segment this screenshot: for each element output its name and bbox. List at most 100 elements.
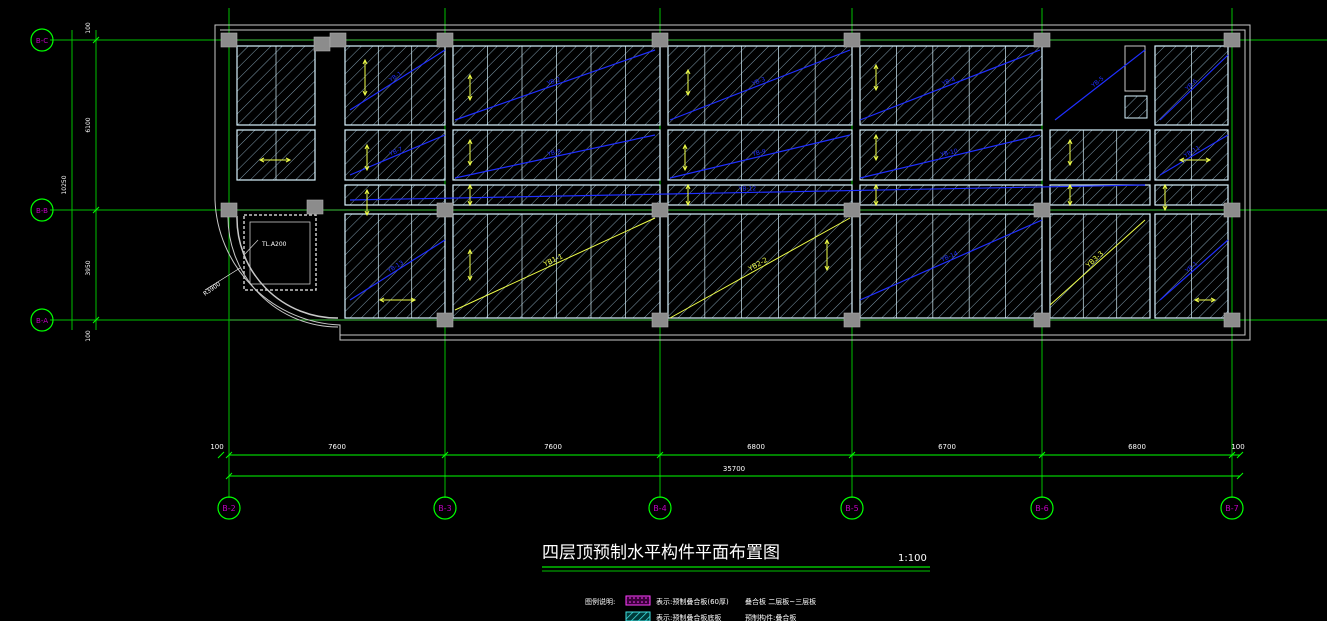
legend-heading: 图例说明: — [585, 597, 615, 606]
arrow-head — [362, 58, 368, 65]
arrow-head — [682, 165, 688, 172]
curve-label: R3900 — [202, 281, 222, 298]
arrow-head — [1193, 297, 1200, 303]
panel-label: YB-2 — [545, 76, 561, 88]
dim-tick — [92, 36, 100, 44]
panel-label: YB-10 — [939, 148, 959, 159]
panel-diagonal — [1159, 239, 1229, 301]
dim-tick — [225, 472, 233, 480]
bottom-dim-text: 6700 — [938, 443, 956, 451]
arrow-head — [467, 200, 473, 207]
panel-label: YB-9 — [751, 148, 767, 158]
arrow-head — [1067, 183, 1073, 190]
panel-diagonal — [454, 134, 656, 179]
arrow-head — [685, 68, 691, 75]
arrow-head — [873, 183, 879, 190]
panel-label: YB-12 — [738, 185, 757, 192]
dim-tick — [1038, 451, 1046, 459]
legend-item-2-text: 表示:预制叠合板底板 — [656, 613, 721, 621]
axis-bubble-b-5 — [840, 496, 864, 520]
arrow-head — [467, 275, 473, 282]
structural-column — [220, 32, 238, 48]
arrow-head — [410, 297, 417, 303]
panel-diagonal — [669, 49, 851, 121]
legend-swatch-magenta — [625, 595, 651, 606]
arrow-head — [285, 157, 292, 163]
walls-layer — [214, 24, 1251, 341]
dim-tick — [217, 451, 225, 459]
arrow-head — [467, 73, 473, 80]
panel-diagonal — [1159, 134, 1229, 176]
arrow-head — [467, 183, 473, 190]
legend-item-1-text: 表示:预制叠合板(60厚) — [656, 597, 729, 606]
shaft-panel — [1124, 95, 1148, 119]
axis-bubble-b-7 — [1220, 496, 1244, 520]
axis-bubble-label: B-5 — [845, 504, 858, 513]
structural-column — [843, 32, 861, 48]
arrow-head — [364, 165, 370, 172]
bottom-dim-text: 6800 — [1128, 443, 1146, 451]
slab-panel — [859, 213, 1043, 319]
arrow-head — [873, 200, 879, 207]
structural-column — [651, 202, 669, 218]
dim-tick — [92, 316, 100, 324]
structural-column — [313, 36, 331, 52]
structural-column — [843, 202, 861, 218]
arrow-head — [258, 157, 265, 163]
axis-bubble-label: B-6 — [1035, 504, 1048, 513]
arrow-head — [824, 265, 830, 272]
axis-bubble-b-a — [30, 308, 54, 332]
bottom-dim-text: 100 — [1231, 443, 1244, 451]
bottom-dim-text: 7600 — [328, 443, 346, 451]
arrow-head — [685, 200, 691, 207]
stair-label: TL.A200 — [261, 241, 287, 248]
arrow-head — [1067, 160, 1073, 167]
structural-column — [1223, 312, 1241, 328]
arrow-head — [873, 63, 879, 70]
arrow-head — [467, 248, 473, 255]
slab-panel — [1049, 129, 1151, 181]
slab-panel — [667, 213, 853, 319]
structural-column — [329, 32, 347, 48]
stair-slash — [243, 239, 259, 256]
panel-diagonal — [859, 49, 1041, 121]
structural-column — [843, 312, 861, 328]
shaft-outline — [1124, 45, 1146, 92]
arrow-head — [1162, 183, 1168, 190]
arrow-head — [1162, 205, 1168, 212]
structural-column — [436, 312, 454, 328]
columns-layer — [220, 32, 1241, 328]
legend-note-1: 叠合板 二层板~三层板 — [745, 597, 816, 606]
dim-tick — [441, 451, 449, 459]
outer-wall-line — [214, 24, 1251, 341]
panel-diagonal — [859, 134, 1041, 179]
stair-room — [243, 214, 317, 291]
axis-bubble-label: B-A — [36, 317, 48, 325]
slab-panel — [667, 184, 853, 206]
axis-bubble-b-2 — [217, 496, 241, 520]
panel-diagonal — [349, 184, 1146, 201]
axis-bubble-b-4 — [648, 496, 672, 520]
panel-diagonal — [349, 239, 446, 301]
bottom-dim-text: 7600 — [544, 443, 562, 451]
legend: 图例说明: 表示:预制叠合板(60厚) 表示:预制叠合板底板 叠合板 二层板~三… — [585, 595, 816, 621]
structural-column — [1033, 32, 1051, 48]
legend-note-2: 预制构件:叠合板 — [745, 613, 796, 621]
axis-bubble-b-6 — [1030, 496, 1054, 520]
slab-panel — [1049, 184, 1151, 206]
curved-wall-outer — [227, 215, 339, 328]
arrow-head — [873, 155, 879, 162]
slab-panel — [344, 129, 446, 181]
arrow-head — [1178, 157, 1185, 163]
dim-tick — [656, 451, 664, 459]
arrow-head — [362, 90, 368, 97]
slab-panel — [344, 213, 446, 319]
axis-bubble-b-3 — [433, 496, 457, 520]
title-block: 四层顶预制水平构件平面布置图 1:100 — [542, 543, 930, 572]
outer-wall-inner-line — [220, 29, 1246, 336]
slab-panel — [344, 184, 446, 206]
axis-bubble-label: B-4 — [653, 504, 666, 513]
axis-bubble-b-c — [30, 28, 54, 52]
